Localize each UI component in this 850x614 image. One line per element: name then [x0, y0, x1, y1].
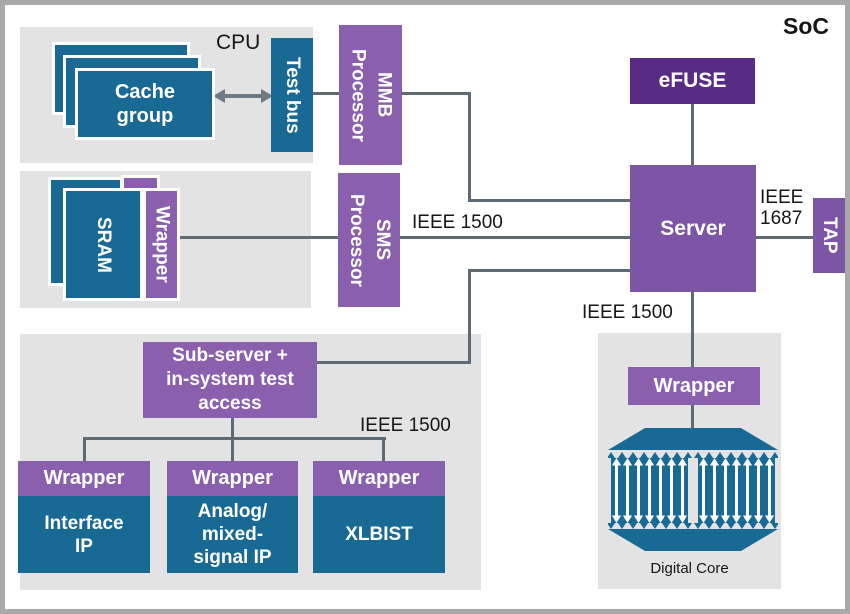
- digital-core-label: Digital Core: [650, 560, 729, 577]
- xlbist-block: Wrapper XLBIST: [313, 461, 445, 573]
- xlbist-line1: XLBIST: [345, 524, 413, 545]
- ieee1500-server-label: IEEE 1500: [582, 302, 673, 323]
- analog-ip-line1: Analog/: [197, 501, 268, 522]
- interface-ip-wrapper: Wrapper: [18, 461, 150, 496]
- cpu-label: CPU: [216, 31, 261, 54]
- cache-group-line1: Cache: [114, 81, 176, 103]
- ieee1687-line1: IEEE: [760, 187, 804, 208]
- sram-wrapper-label: Wrapper: [151, 206, 173, 283]
- tap-box: TAP: [813, 198, 845, 273]
- sram-box: SRAM: [63, 188, 143, 301]
- sub-server-box: Sub-server + in-system test access: [143, 342, 317, 418]
- analog-ip-line3: signal IP: [193, 547, 272, 568]
- sub-server-line3: access: [198, 393, 262, 414]
- sub-server-line2: in-system test: [166, 369, 294, 390]
- xlbist-body: XLBIST: [313, 496, 445, 573]
- sms-processor-box: SMS Processor: [338, 173, 400, 307]
- test-bus-label: Test bus: [282, 56, 303, 134]
- interface-ip-line2: IP: [75, 535, 93, 557]
- connector-bus-xlbist: [382, 437, 385, 461]
- analog-ip-body: Analog/ mixed- signal IP: [167, 496, 298, 573]
- analog-ip-line2: mixed-: [201, 524, 264, 545]
- analog-ip-wrapper-label: Wrapper: [192, 467, 273, 489]
- efuse-label: eFUSE: [658, 69, 727, 92]
- connector-corewrapper-core: [691, 405, 694, 432]
- core-wrapper-label: Wrapper: [653, 374, 735, 397]
- server-label: Server: [660, 216, 726, 240]
- connector-mmb-right: [402, 92, 471, 95]
- sub-server-line1: Sub-server +: [172, 345, 288, 366]
- connector-server-subserver-h1: [468, 269, 630, 272]
- connector-subserver-bus: [231, 418, 234, 440]
- connector-server-subserver-h2: [316, 361, 471, 364]
- mmb-line1: MMB: [373, 72, 395, 118]
- sms-line1: SMS: [372, 219, 393, 261]
- connector-testbus-mmb: [313, 92, 340, 95]
- test-bus-box: Test bus: [271, 38, 313, 152]
- tap-label: TAP: [819, 217, 840, 254]
- mmb-line2: Processor: [347, 48, 369, 142]
- interface-ip-block: Wrapper Interface IP: [18, 461, 150, 573]
- cache-group-line2: group: [116, 105, 174, 127]
- connector-efuse-server: [691, 104, 694, 165]
- server-box: Server: [630, 165, 756, 292]
- connector-server-subserver-v: [468, 269, 471, 364]
- connector-sms-server: [400, 236, 630, 239]
- mmb-processor-box: MMB Processor: [339, 25, 402, 165]
- ieee1500-sms-label: IEEE 1500: [412, 212, 503, 233]
- connector-server-tap: [756, 236, 813, 239]
- sram-wrapper-box: Wrapper: [143, 188, 180, 301]
- efuse-box: eFUSE: [630, 58, 755, 104]
- xlbist-wrapper-label: Wrapper: [338, 467, 420, 489]
- sram-label: SRAM: [93, 216, 114, 273]
- connector-mmb-server: [468, 199, 630, 202]
- interface-ip-body: Interface IP: [18, 496, 150, 573]
- connector-bus-interface-ip: [83, 437, 86, 461]
- analog-ip-wrapper: Wrapper: [167, 461, 298, 496]
- xlbist-wrapper: Wrapper: [313, 461, 445, 496]
- cache-group-box: Cache group: [75, 68, 215, 140]
- ieee1500-sub-label: IEEE 1500: [360, 415, 451, 436]
- bidirectional-arrow-icon: [213, 89, 273, 103]
- interface-ip-wrapper-label: Wrapper: [43, 467, 125, 489]
- core-wrapper-box: Wrapper: [628, 367, 760, 405]
- soc-title: SoC: [783, 13, 829, 39]
- connector-sram-sms: [180, 236, 338, 239]
- connector-ip-bus: [83, 437, 386, 440]
- sms-line2: Processor: [346, 193, 367, 287]
- connector-bus-analog-ip: [231, 437, 234, 461]
- interface-ip-line1: Interface: [44, 512, 124, 534]
- connector-mmb-down: [468, 92, 471, 202]
- connector-server-corewrapper: [691, 292, 694, 367]
- analog-ip-block: Wrapper Analog/ mixed- signal IP: [167, 461, 298, 573]
- ieee1687-line2: 1687: [760, 208, 803, 229]
- digital-core-icon: [608, 428, 778, 551]
